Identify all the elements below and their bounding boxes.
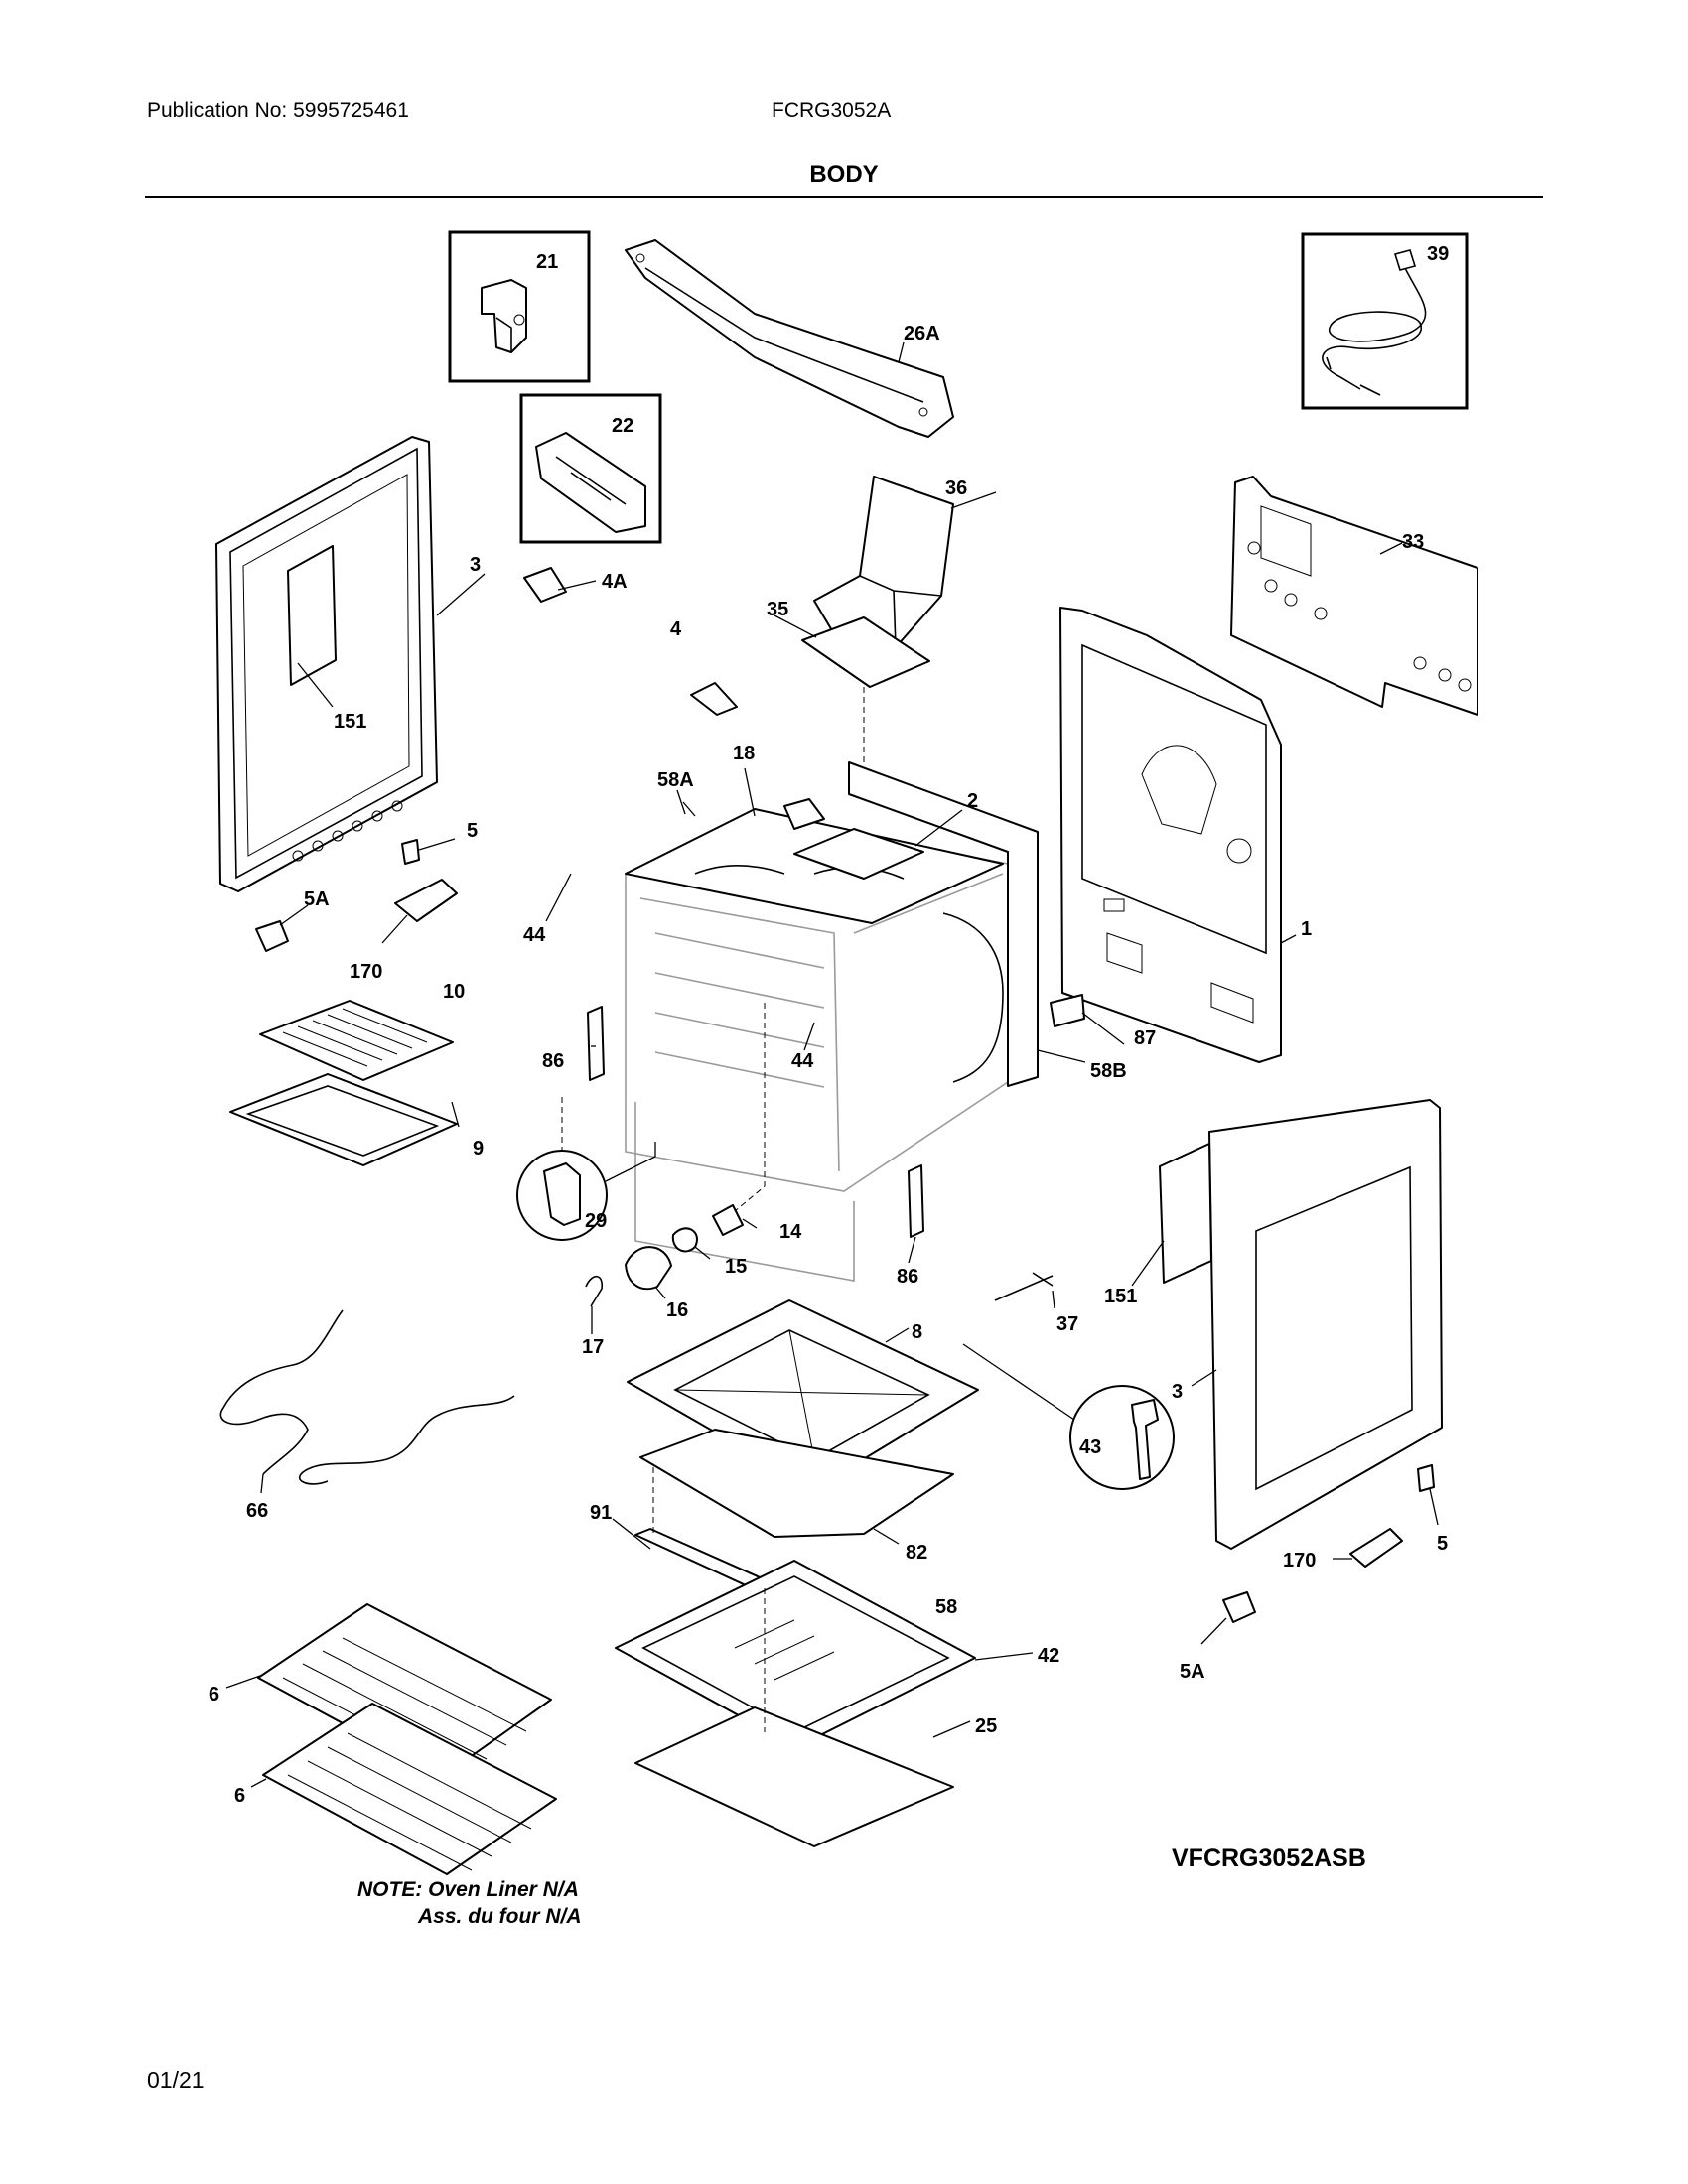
part-5-screw-right: [1417, 1464, 1435, 1492]
callout-43: 43: [1079, 1436, 1101, 1458]
callout-37: 37: [1056, 1313, 1078, 1335]
insulation-strap: [942, 912, 1004, 1083]
callout-16: 16: [666, 1299, 688, 1321]
part-170-bracket-left: [394, 879, 458, 922]
callout-26A: 26A: [904, 323, 940, 344]
part-36-vent-duct: [813, 476, 954, 648]
callout-82: 82: [906, 1542, 927, 1564]
callout-18: 18: [733, 743, 755, 764]
callout-14: 14: [779, 1221, 802, 1243]
callout-4A: 4A: [602, 571, 628, 593]
callout-4: 4: [670, 618, 682, 640]
callout-39: 39: [1427, 243, 1449, 265]
part-14-lamp-socket: [712, 1204, 744, 1236]
part-58B-insulation: [848, 761, 1039, 1087]
inset-box-21: [448, 230, 591, 383]
part-26A-bracket: [625, 239, 954, 438]
part-15-bulb: [671, 1227, 698, 1253]
part-42-burner-box: [615, 1560, 976, 1748]
callout-5A-left: 5A: [304, 888, 330, 910]
part-35-gasket: [801, 616, 930, 688]
callout-42: 42: [1038, 1645, 1059, 1667]
callout-5-right: 5: [1437, 1533, 1448, 1555]
exploded-guides: [561, 687, 865, 1732]
part-66-heating-elements: [219, 1309, 515, 1485]
part-43-inset: [962, 1343, 1175, 1490]
callout-29: 29: [585, 1210, 607, 1232]
part-1-back-panel: [1059, 607, 1282, 1063]
part-33-rear-cover: [1230, 476, 1478, 716]
callout-25: 25: [975, 1715, 997, 1737]
part-5A-leveler-right: [1222, 1591, 1256, 1623]
part-151-bracket-right: [1159, 1143, 1212, 1284]
part-170-bracket-right: [1349, 1528, 1403, 1568]
callout-33: 33: [1402, 531, 1424, 553]
part-2-plate: [793, 828, 924, 880]
callout-6-upper: 6: [209, 1684, 219, 1706]
part-18-bracket: [783, 798, 825, 830]
callout-58A: 58A: [657, 769, 694, 791]
callout-10: 10: [443, 981, 465, 1003]
callout-6-lower: 6: [234, 1785, 245, 1807]
callout-3-left: 3: [470, 554, 481, 576]
part-3-right-side-panel: [1208, 1099, 1443, 1550]
part-29-inset: [516, 1142, 656, 1241]
callout-58B: 58B: [1090, 1060, 1127, 1082]
header-rule: [145, 196, 1543, 198]
part-82-deflector: [639, 1429, 954, 1538]
callout-66: 66: [246, 1500, 268, 1522]
callout-87: 87: [1134, 1027, 1156, 1049]
part-4A-clip: [523, 567, 567, 603]
callout-21: 21: [536, 251, 558, 273]
part-87-terminal-block: [1050, 994, 1085, 1027]
callout-170-left: 170: [350, 961, 382, 983]
part-17-retainer: [585, 1275, 603, 1307]
part-6-oven-rack-lower: [262, 1703, 557, 1875]
callout-58: 58: [935, 1596, 957, 1618]
page-number: 01/21: [147, 2067, 205, 2093]
part-86-bracket-right: [908, 1164, 924, 1238]
part-25-bottom-plate: [634, 1706, 954, 1847]
callout-86-left: 86: [542, 1050, 564, 1072]
model-number: FCRG3052A: [772, 99, 892, 122]
publication-number: Publication No: 5995725461: [147, 99, 409, 122]
part-3-left-side-panel: [215, 436, 438, 892]
callout-5-left: 5: [467, 820, 478, 842]
callout-86-right: 86: [897, 1266, 918, 1288]
callout-9: 9: [473, 1138, 484, 1160]
callout-151-right: 151: [1104, 1286, 1137, 1307]
inset-box-39: [1301, 232, 1469, 410]
callout-22: 22: [612, 415, 633, 437]
part-86-bracket-left: [587, 1006, 605, 1081]
variant-model-label: VFCRG3052ASB: [1172, 1844, 1366, 1872]
part-5A-leveler-left: [255, 920, 289, 952]
part-5-screw-left: [401, 839, 420, 865]
callout-36: 36: [945, 478, 967, 499]
callout-44-center: 44: [791, 1050, 814, 1072]
page-title: BODY: [809, 161, 879, 188]
callout-8: 8: [912, 1321, 922, 1343]
callout-44-left: 44: [523, 924, 546, 946]
callout-15: 15: [725, 1256, 747, 1278]
part-4-clip: [690, 682, 738, 716]
leader-lines: [225, 341, 1439, 1788]
callout-3-right: 3: [1172, 1381, 1183, 1403]
callout-17: 17: [582, 1336, 604, 1358]
callout-151-left: 151: [334, 711, 366, 733]
callout-35: 35: [767, 599, 788, 620]
part-10-broil-grid: [259, 1000, 454, 1081]
callout-170-right: 170: [1283, 1550, 1316, 1571]
note-line-french: Ass. du four N/A: [418, 1905, 582, 1928]
callout-labels: 21 22 26A 39 36 33 3 4A 35 4 151 18 58A …: [209, 243, 1449, 1807]
part-9-broil-pan: [229, 1073, 458, 1166]
callout-5A-right: 5A: [1180, 1661, 1205, 1683]
callout-1: 1: [1301, 918, 1312, 940]
inset-box-22: [519, 393, 662, 544]
part-37-probe: [994, 1272, 1054, 1301]
callout-2: 2: [967, 790, 978, 812]
note-line-english: NOTE: Oven Liner N/A: [357, 1878, 579, 1901]
callout-91: 91: [590, 1502, 612, 1524]
part-16-lamp-cover: [625, 1246, 672, 1291]
